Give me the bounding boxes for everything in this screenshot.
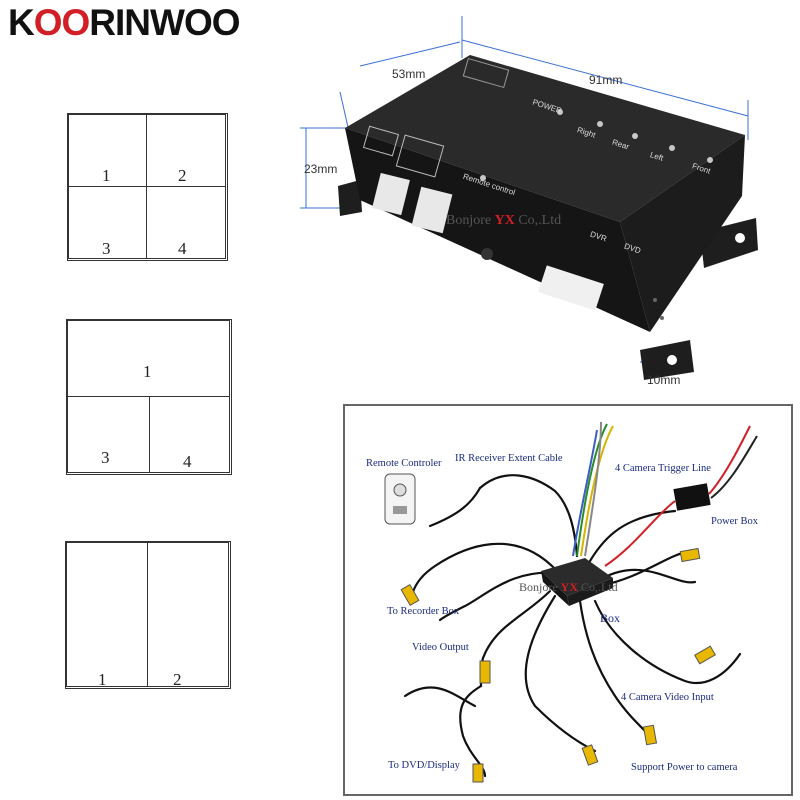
device-watermark: Bonjore YX Co,.Ltd [446,213,562,228]
tri-label-4: 4 [183,452,192,471]
box-label: Box [600,611,621,625]
dimension-height-label: 23mm [304,162,338,176]
support-power-label: Support Power to camera [631,762,738,773]
video-output-label: Video Output [412,642,469,653]
dual-label-2: 2 [173,670,182,689]
panel-watermark: Bonjore YX Co,.Ltd [519,580,618,594]
dimension-depth-label: 53mm [392,67,426,81]
quad-label-4: 4 [178,239,187,258]
dimension-flange-label: 10mm [647,373,681,387]
dual-label-1: 1 [98,670,107,689]
remote-controler-label: Remote Controler [366,458,442,469]
to-recorder-box-label: To Recorder Box [387,606,460,617]
quad-label-2: 2 [178,166,187,185]
quad-cell-4 [146,186,226,259]
camera-video-input-label: 4 Camera Video Input [621,692,714,703]
camera-trigger-line-label: 4 Camera Trigger Line [615,463,711,474]
dual-cell-1 [66,542,148,687]
quad-label-1: 1 [102,166,111,185]
power-box-label: Power Box [711,516,758,527]
tri-cell-4 [149,396,230,473]
wiring-diagram-panel: Bonjore YX Co,.Ltd Remote Controler IR R… [343,404,793,796]
quad-layout-diagram: 1 2 3 4 [67,113,228,261]
to-dvd-display-label: To DVD/Display [388,760,460,771]
tri-label-1: 1 [143,362,152,381]
brand-logo: KOORINWOO [8,2,241,43]
dual-cell-2 [147,542,229,687]
dimension-width-label: 91mm [589,73,623,87]
quad-label-3: 3 [102,239,111,258]
wiring-drawing [384,421,758,783]
ir-receiver-cable-label: IR Receiver Extent Cable [455,453,563,464]
device-illustration [300,16,758,380]
tri-label-3: 3 [101,448,110,467]
dual-layout-diagram: 1 2 [65,541,231,689]
tri-layout-diagram: 1 3 4 [66,319,232,475]
